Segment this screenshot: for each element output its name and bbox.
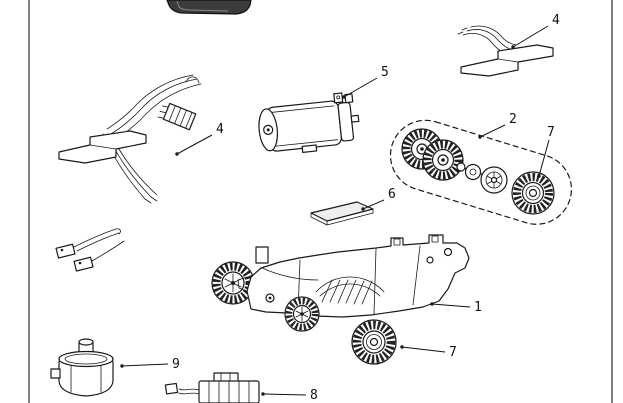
chassis-rear-wheel [211,261,255,305]
wiring-harness-left [58,74,202,204]
motor-terminal [333,92,344,104]
leader-line-2 [478,124,506,139]
wheel-rim [480,166,508,194]
callout-5: 5 [381,65,389,80]
callout-7-upper: 7 [547,125,555,140]
callout-1: 1 [474,300,482,315]
callout-7-lower: 7 [449,345,457,360]
leader-line-4-right [511,25,549,49]
chassis-details [237,235,453,315]
pot-tab [50,368,61,379]
wiring-harness-right [457,25,554,77]
wire-connector [157,102,197,131]
tire-loose-lower [351,319,397,365]
axle-spacer [464,163,482,181]
chassis [211,234,470,332]
leader-line-8 [261,392,307,396]
callout-4-right: 4 [552,13,560,28]
connector-block [164,372,260,403]
leader-line-6 [361,199,385,211]
leader-line-1 [430,302,471,308]
foam-pad [310,201,374,226]
chassis-clip-tower [255,246,269,264]
wheel-axle-set [389,119,573,225]
dashed-group-outline [389,119,573,225]
callout-2: 2 [509,112,517,127]
tire-rear-b [422,139,464,181]
pot-body [58,361,114,397]
leader-line-7-lower [400,345,446,353]
callout-6: 6 [388,187,396,202]
callout-8: 8 [310,388,318,403]
chassis-front-wheel [284,296,320,332]
leader-line-7-upper [537,139,550,178]
cutoff-part-top [166,0,252,15]
callout-4-left: 4 [216,122,224,137]
leader-line-5 [342,77,378,99]
leader-line-4-left [175,134,213,156]
tire-loose-in-set [511,171,555,215]
callout-9: 9 [172,357,180,372]
motor-shaft [350,114,360,123]
motor-mount-tab [301,144,318,153]
leader-line-9 [120,363,169,368]
lubricant-pot [50,338,114,397]
wire-clip [55,228,125,272]
axle-washer [456,162,466,172]
motor [258,92,360,153]
